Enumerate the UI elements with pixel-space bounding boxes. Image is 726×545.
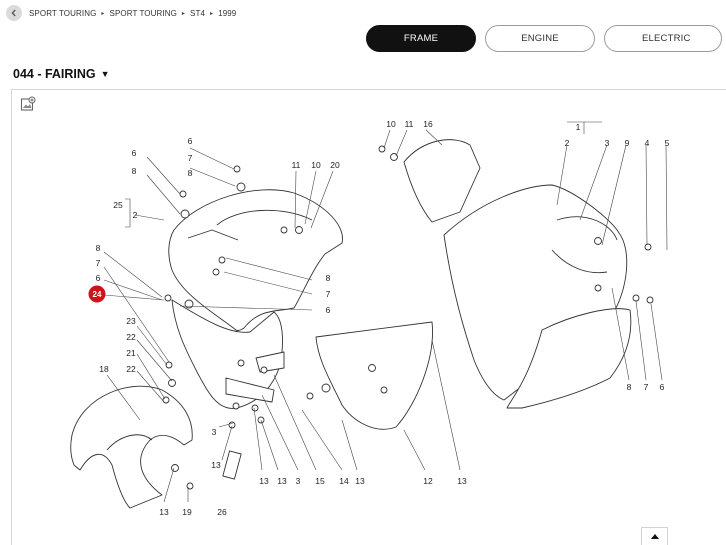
section-selector[interactable]: 044 - FAIRING ▼ xyxy=(13,67,110,81)
callout-label: 22 xyxy=(126,332,136,342)
caret-down-icon: ▼ xyxy=(100,69,110,79)
scroll-to-top-button[interactable] xyxy=(641,527,668,545)
callout-label: 13 xyxy=(211,460,221,470)
callout-label: 13 xyxy=(355,476,365,486)
callout-label: 13 xyxy=(457,476,467,486)
inner-panel-part xyxy=(315,321,433,430)
breadcrumb: SPORT TOURING ▸ SPORT TOURING ▸ ST4 ▸ 19… xyxy=(6,4,241,22)
callout-label: 3 xyxy=(296,476,301,486)
chevron-right-icon: ▸ xyxy=(181,10,186,17)
callout-label: 7 xyxy=(644,382,649,392)
callout-label: 23 xyxy=(126,316,136,326)
parts-diagram-panel: 6 7 8 6 8 25 2 11 10 20 8 7 6 7 8 6 24 2… xyxy=(11,89,726,545)
callout-label-selected: 24 xyxy=(93,290,102,299)
callout-label: 13 xyxy=(277,476,287,486)
callout-label: 8 xyxy=(96,243,101,253)
breadcrumb-item[interactable]: ST4 xyxy=(190,8,206,18)
callout-label: 25 xyxy=(113,200,123,210)
callout-label: 22 xyxy=(126,364,136,374)
callout-label: 11 xyxy=(292,160,301,170)
callout-label: 7 xyxy=(96,258,101,268)
callout-label: 6 xyxy=(326,305,331,315)
callout-label: 6 xyxy=(188,136,193,146)
callout-label: 7 xyxy=(188,153,193,163)
callout-label: 6 xyxy=(132,148,137,158)
top-cover-part xyxy=(403,139,481,223)
category-tabs: FRAME ENGINE ELECTRIC xyxy=(366,25,722,52)
callout-label: 1 xyxy=(576,122,581,132)
callout-label: 3 xyxy=(212,427,217,437)
callout-label: 8 xyxy=(627,382,632,392)
caret-up-icon xyxy=(650,534,659,539)
fairing-exploded-diagram: 6 7 8 6 8 25 2 11 10 20 8 7 6 7 8 6 24 2… xyxy=(70,119,670,517)
callout-label: 15 xyxy=(315,476,325,486)
callout-label: 7 xyxy=(326,289,331,299)
callout-label: 6 xyxy=(96,273,101,283)
callout-label: 13 xyxy=(159,507,169,517)
callout-label: 5 xyxy=(665,138,670,148)
lower-fairing-part xyxy=(506,308,632,409)
callout-label: 10 xyxy=(386,119,396,129)
callout-label: 20 xyxy=(330,160,340,170)
callout-label: 8 xyxy=(326,273,331,283)
callout-label: 14 xyxy=(339,476,349,486)
callout-label: 13 xyxy=(259,476,269,486)
callout-label: 4 xyxy=(645,138,650,148)
callout-label: 8 xyxy=(188,168,193,178)
chevron-right-icon: ▸ xyxy=(210,10,214,17)
back-arrow-icon[interactable] xyxy=(6,5,22,21)
tab-engine[interactable]: ENGINE xyxy=(485,25,595,52)
chevron-right-icon: ▸ xyxy=(101,10,105,17)
front-mudguard-part xyxy=(70,385,193,509)
image-settings-icon[interactable] xyxy=(20,96,36,112)
callout-label: 18 xyxy=(99,364,109,374)
selected-part-24-marker[interactable]: 24 xyxy=(88,285,106,303)
breadcrumb-item[interactable]: SPORT TOURING xyxy=(29,8,97,18)
callout-label: 19 xyxy=(182,507,192,517)
tab-frame[interactable]: FRAME xyxy=(366,25,476,52)
upper-fairing-part xyxy=(168,189,343,331)
callout-label: 3 xyxy=(605,138,610,148)
callout-label: 26 xyxy=(217,507,227,517)
tab-electric[interactable]: ELECTRIC xyxy=(604,25,722,52)
callout-label: 8 xyxy=(132,166,137,176)
callout-label: 6 xyxy=(660,382,665,392)
callout-label: 10 xyxy=(311,160,321,170)
breadcrumb-item[interactable]: 1999 xyxy=(218,8,237,18)
callout-label: 2 xyxy=(565,138,570,148)
callout-label: 2 xyxy=(133,210,138,220)
callout-label: 11 xyxy=(405,119,414,129)
breadcrumb-item[interactable]: SPORT TOURING xyxy=(109,8,177,18)
section-title: 044 - FAIRING xyxy=(13,67,96,81)
callout-label: 21 xyxy=(126,348,136,358)
callout-label: 16 xyxy=(423,119,433,129)
callout-label: 12 xyxy=(423,476,433,486)
callout-label: 9 xyxy=(625,138,630,148)
